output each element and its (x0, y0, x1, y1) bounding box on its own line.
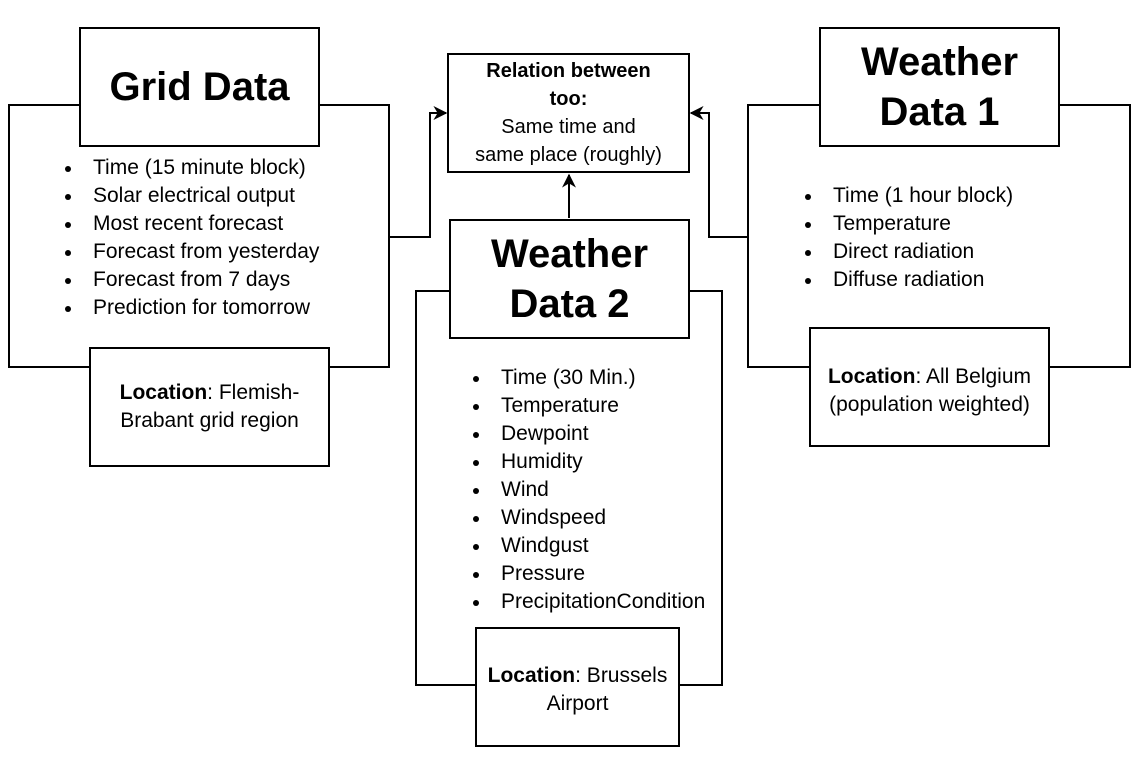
weather2-title-line2: Data 2 (509, 282, 630, 326)
weather1-title-line1: Weather (860, 40, 1019, 84)
relation-title-line2: too: (549, 88, 588, 110)
weather1-title-line2: Data 1 (879, 90, 1000, 134)
list-item: Solar electrical output (60, 182, 319, 210)
list-item: Prediction for tomorrow (60, 294, 319, 322)
grid-location-line2: Brabant grid region (120, 409, 299, 432)
weather1-list: Time (1 hour block) Temperature Direct r… (800, 182, 1013, 294)
list-item: Dewpoint (468, 420, 705, 448)
grid-to-relation-arrow (389, 106, 448, 238)
relation-body-line1: Same time and (501, 116, 636, 138)
list-item: Time (1 hour block) (800, 182, 1013, 210)
weather1-location-value: : All Belgium (915, 365, 1032, 388)
weather2-location-label: Location (487, 664, 576, 687)
weather2-location-box: Location: Brussels Airport (475, 627, 680, 747)
grid-location-box: Location: Flemish- Brabant grid region (89, 347, 330, 467)
weather1-to-relation-arrow (689, 106, 748, 238)
grid-location-label: Location (119, 381, 208, 404)
relation-title-line1: Relation between (486, 60, 651, 82)
list-item: Most recent forecast (60, 210, 319, 238)
list-item: Wind (468, 476, 705, 504)
list-item: Temperature (468, 392, 705, 420)
weather1-location-label: Location (827, 365, 916, 388)
list-item: Diffuse radiation (800, 266, 1013, 294)
list-item: Humidity (468, 448, 705, 476)
list-item: Forecast from 7 days (60, 266, 319, 294)
weather1-title-box: Weather Data 1 (819, 27, 1060, 147)
list-item: Time (30 Min.) (468, 364, 705, 392)
list-item: Forecast from yesterday (60, 238, 319, 266)
list-item: Windgust (468, 532, 705, 560)
list-item: Temperature (800, 210, 1013, 238)
grid-data-title-box: Grid Data (79, 27, 320, 147)
list-item: Time (15 minute block) (60, 154, 319, 182)
weather2-list: Time (30 Min.) Temperature Dewpoint Humi… (468, 364, 705, 616)
grid-location-value: : Flemish- (207, 381, 300, 404)
weather1-location-box: Location: All Belgium (population weight… (809, 327, 1050, 447)
grid-data-title: Grid Data (109, 65, 290, 109)
weather1-location-line2: (population weighted) (829, 393, 1030, 416)
list-item: Pressure (468, 560, 705, 588)
weather2-title-line1: Weather (490, 232, 649, 276)
weather2-location-line2: Airport (546, 692, 609, 715)
list-item: Direct radiation (800, 238, 1013, 266)
weather2-title-box: Weather Data 2 (449, 219, 690, 339)
weather2-location-value: : Brussels (575, 664, 668, 687)
relation-box: Relation between too: Same time and same… (447, 53, 690, 173)
list-item: PrecipitationCondition (468, 588, 705, 616)
relation-body-line2: same place (roughly) (475, 144, 662, 166)
list-item: Windspeed (468, 504, 705, 532)
grid-data-list: Time (15 minute block) Solar electrical … (60, 154, 319, 322)
